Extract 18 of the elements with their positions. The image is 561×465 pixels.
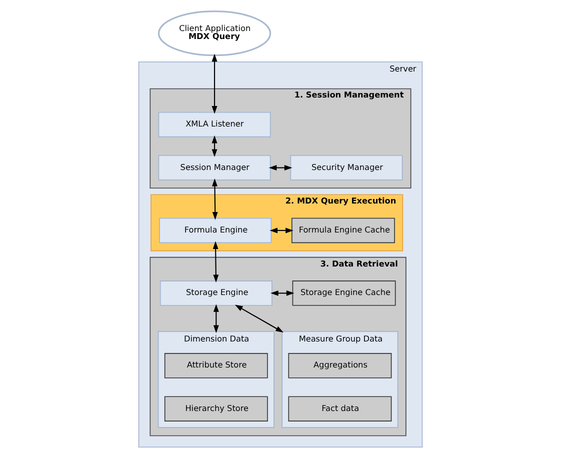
arrow xyxy=(212,241,219,283)
node-box: Session Manager xyxy=(158,155,271,180)
node-box: Formula Engine xyxy=(159,218,272,244)
node-box: Fact data xyxy=(288,396,392,422)
node-box: XMLA Listener xyxy=(158,112,271,138)
arrow xyxy=(212,54,218,114)
node-box: Aggregations xyxy=(288,353,392,378)
node-ellipse: Client Application MDX Query xyxy=(158,10,272,56)
arrow xyxy=(213,304,219,334)
arrow xyxy=(212,178,218,220)
node-box: Storage Engine xyxy=(160,280,272,306)
node-box: Formula Engine Cache xyxy=(292,218,395,244)
node-box: Security Manager xyxy=(290,155,403,180)
node-box: Attribute Store xyxy=(164,353,268,378)
arrow xyxy=(268,165,292,170)
node-box: Hierarchy Store xyxy=(164,396,268,422)
node-box: Storage Engine Cache xyxy=(292,280,396,306)
arrow xyxy=(234,304,284,333)
